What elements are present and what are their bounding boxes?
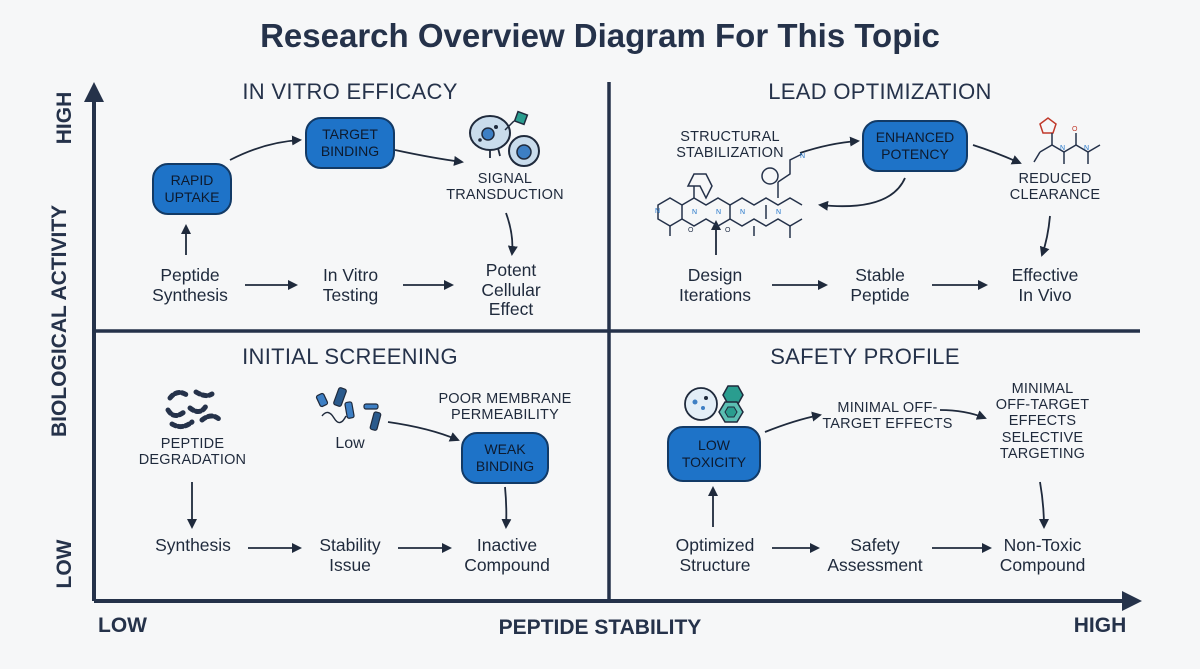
arrow-clearance-to-vivo — [1039, 215, 1051, 257]
svg-text:N: N — [692, 209, 697, 216]
flow-stable-peptide: Stable Peptide — [850, 265, 910, 305]
degraded-peptide-icon — [165, 389, 223, 430]
diagram-title: Research Overview Diagram For This Topic — [260, 17, 940, 54]
arrow-binding-to-signal — [394, 149, 464, 166]
label-low: Low — [335, 435, 365, 452]
flow-potent-cellular-effect: Potent Cellular Effect — [481, 260, 541, 320]
svg-text:O: O — [725, 227, 731, 234]
arrow-minimal-to-selective — [939, 409, 987, 420]
bottom-left-arrows — [187, 421, 512, 553]
x-axis-high-label: HIGH — [1073, 614, 1127, 637]
svg-text:N: N — [1060, 145, 1065, 152]
pill-rapid-uptake: RAPID UPTAKE — [152, 163, 232, 215]
svg-text:N: N — [800, 153, 805, 160]
x-axis-low-label: LOW — [98, 614, 147, 637]
label-peptide-degradation: PEPTIDE DEGRADATION — [138, 436, 247, 469]
hexagon-cells-icon — [684, 385, 744, 423]
small-molecule-icon: N N O — [1033, 117, 1101, 164]
cells-icon — [469, 110, 540, 167]
molecule-structure-icon: N N N N N O O N — [655, 153, 805, 238]
svg-text:N: N — [1084, 145, 1089, 152]
label-poor-membrane-permeability: POOR MEMBRANE PERMEABILITY — [438, 391, 572, 424]
x-axis-title: PEPTIDE STABILITY — [498, 616, 702, 639]
flow-design-iterations: Design Iterations — [679, 265, 751, 305]
arrow-selective-to-nontoxic — [1038, 481, 1049, 529]
quadrant-title-initial-screening: INITIAL SCREENING — [242, 344, 458, 369]
svg-text:N: N — [716, 209, 721, 216]
y-axis-high-label: HIGH — [53, 91, 76, 145]
quadrant-title-safety-profile: SAFETY PROFILE — [770, 344, 960, 369]
flow-safety-assessment: Safety Assessment — [827, 535, 923, 575]
arrow-toxicity-to-minimal — [764, 411, 822, 433]
arrow-weak-to-inactive — [501, 486, 512, 529]
top-left-arrows — [181, 135, 518, 290]
arrow-potency-to-clearance — [972, 144, 1022, 165]
label-selective-targeting: MINIMAL OFF-TARGET EFFECTS SELECTIVE TAR… — [995, 381, 1090, 462]
svg-text:N: N — [740, 209, 745, 216]
label-structural-stabilization: STRUCTURAL STABILIZATION — [676, 129, 784, 162]
flow-optimized-structure: Optimized Structure — [675, 535, 755, 575]
flow-non-toxic-compound: Non-Toxic Compound — [999, 535, 1086, 575]
svg-text:N: N — [776, 209, 781, 216]
y-axis-title: BIOLOGICAL ACTIVITY — [48, 204, 71, 437]
label-minimal-off-target-effects: MINIMAL OFF- TARGET EFFECTS — [822, 400, 953, 433]
flow-synthesis: Synthesis — [155, 535, 231, 555]
svg-text:O: O — [688, 227, 694, 234]
label-reduced-clearance: REDUCED CLEARANCE — [1009, 171, 1101, 204]
arrow-structure-to-potency — [799, 136, 860, 154]
svg-text:O: O — [1072, 126, 1078, 133]
quadrant-title-in-vitro-efficacy: IN VITRO EFFICACY — [242, 79, 458, 104]
label-signal-transduction: SIGNAL TRANSDUCTION — [446, 171, 564, 204]
quadrant-title-lead-optimization: LEAD OPTIMIZATION — [768, 79, 992, 104]
y-axis-low-label: LOW — [53, 539, 76, 589]
bottom-right-arrows — [708, 409, 1049, 553]
flow-in-vitro-testing: In Vitro Testing — [322, 265, 379, 305]
flow-peptide-synthesis: Peptide Synthesis — [152, 265, 228, 305]
fragments-icon — [315, 387, 382, 431]
pill-enhanced-potency: ENHANCED POTENCY — [862, 120, 968, 172]
svg-text:N: N — [655, 208, 660, 215]
arrow-low-to-weak — [387, 421, 460, 442]
arrow-signal-to-effect — [505, 212, 518, 256]
flow-stability-issue: Stability Issue — [319, 535, 381, 575]
top-right-arrows — [711, 136, 1051, 290]
flow-effective-in-vivo: Effective In Vivo — [1011, 265, 1079, 305]
arrow-uptake-to-binding — [229, 135, 302, 161]
arrow-potency-back — [818, 177, 906, 211]
pill-weak-binding: WEAK BINDING — [461, 432, 549, 484]
pill-low-toxicity: LOW TOXICITY — [667, 426, 761, 482]
flow-inactive-compound: Inactive Compound — [464, 535, 550, 575]
pill-target-binding: TARGET BINDING — [305, 117, 395, 169]
